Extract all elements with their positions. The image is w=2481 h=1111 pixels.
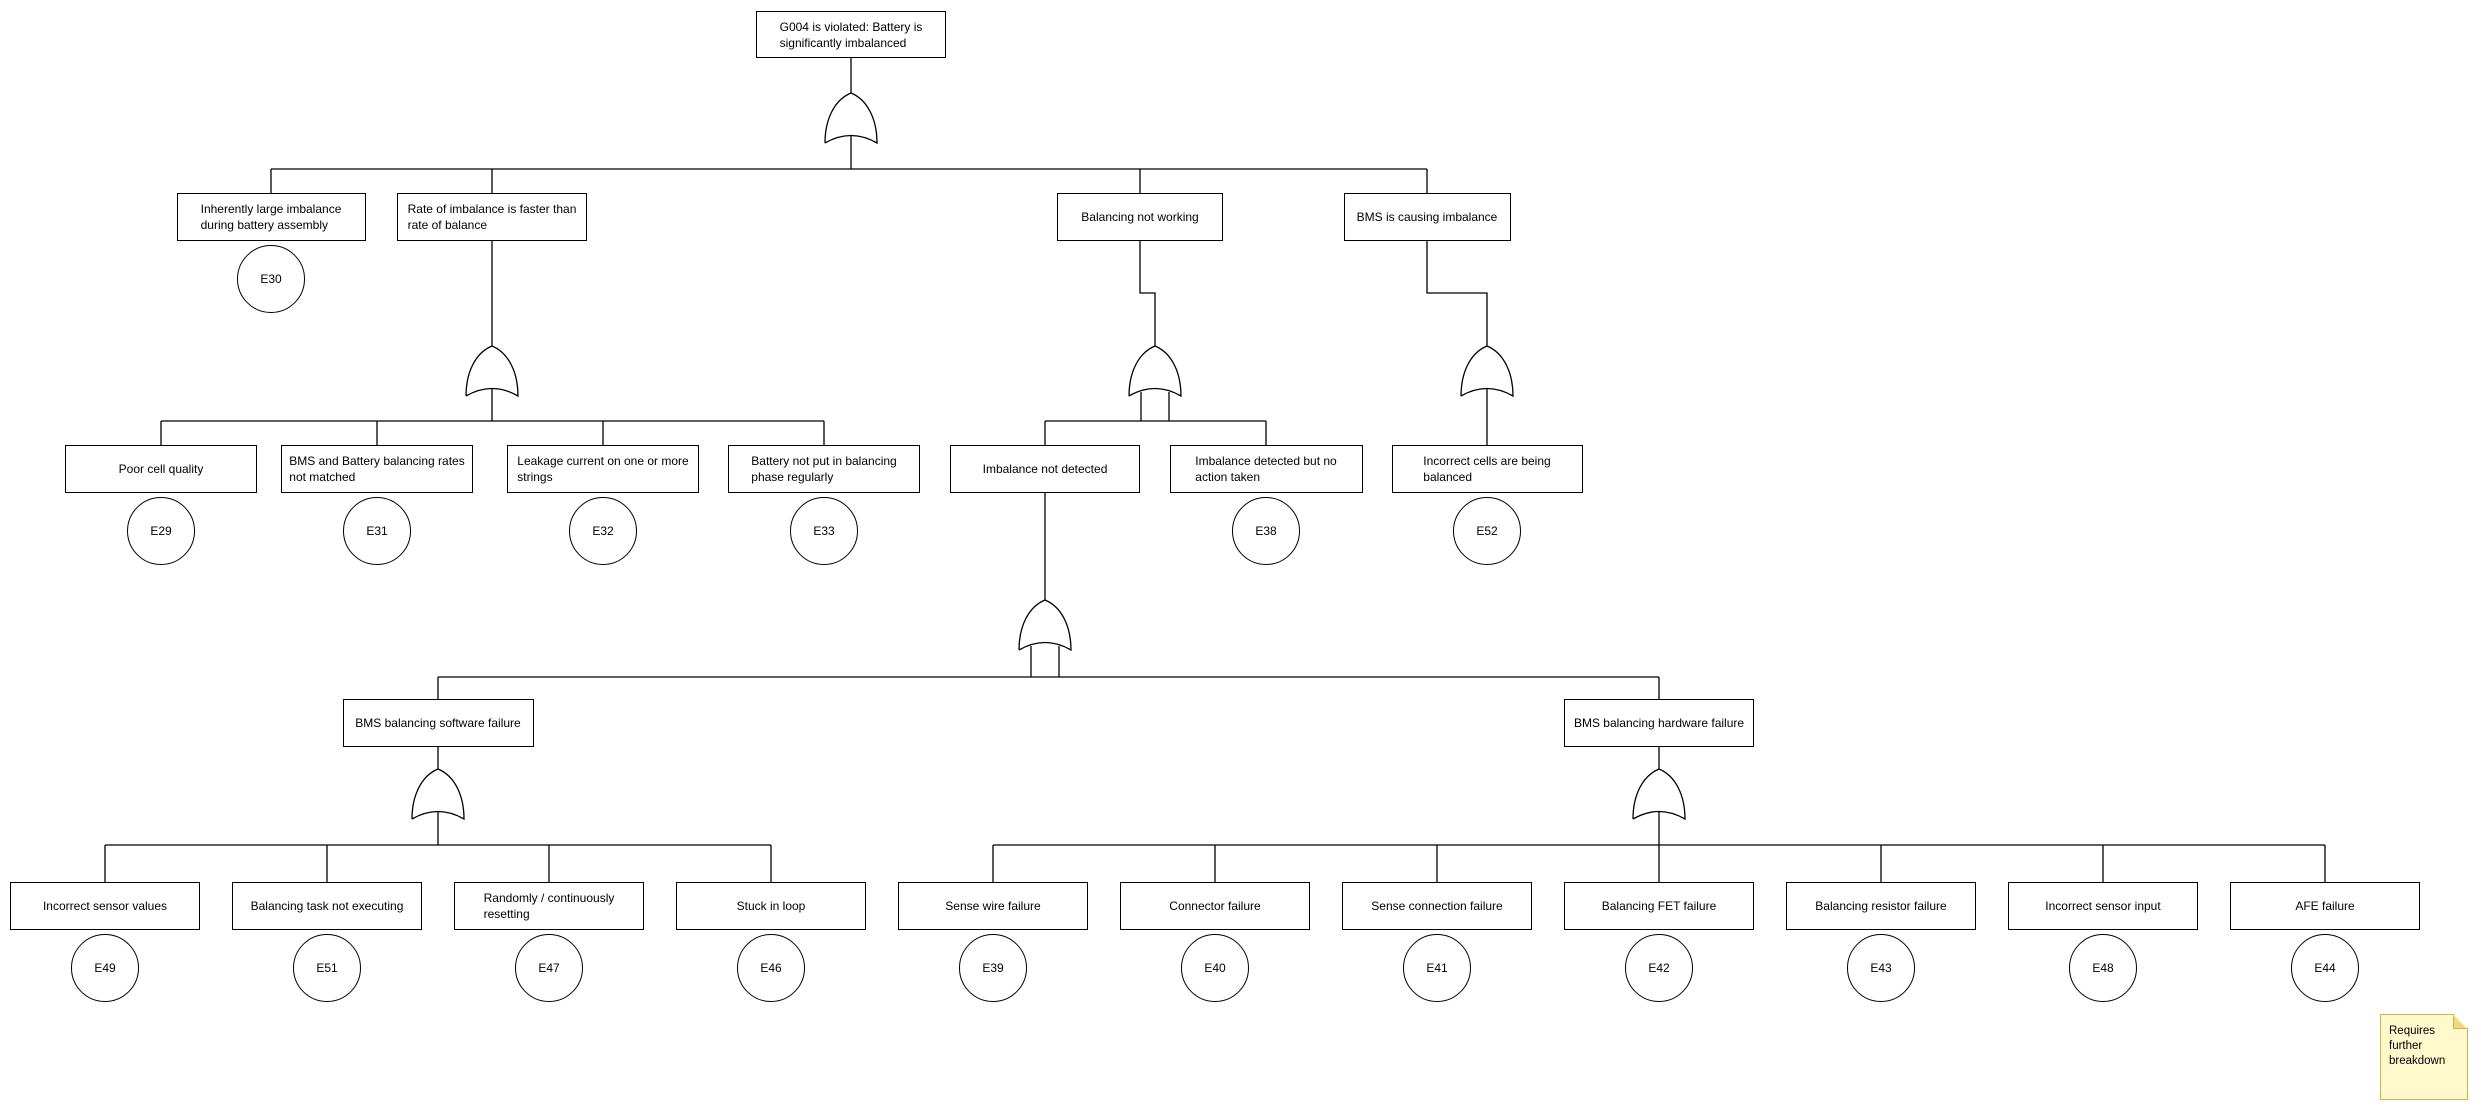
- event-label: E52: [1476, 524, 1498, 538]
- event-circle-E43[interactable]: E43: [1847, 934, 1915, 1002]
- event-label: E49: [94, 961, 116, 975]
- node-stuck-in-loop[interactable]: Stuck in loop: [676, 882, 866, 930]
- node-label: BMS is causing imbalance: [1356, 210, 1498, 224]
- event-circle-E40[interactable]: E40: [1181, 934, 1249, 1002]
- node-label: Imbalance not detected: [982, 462, 1108, 476]
- event-circle-E33[interactable]: E33: [790, 497, 858, 565]
- node-inherently-large-imbalance[interactable]: Inherently large imbalance during batter…: [176, 193, 366, 241]
- node-root[interactable]: G004 is violated: Battery is significant…: [756, 11, 946, 58]
- node-afe-failure[interactable]: AFE failure: [2230, 882, 2420, 930]
- event-circle-E29[interactable]: E29: [127, 497, 195, 565]
- event-label: E46: [760, 961, 782, 975]
- node-label: Randomly / continuously resetting: [483, 891, 615, 921]
- node-label: Sense connection failure: [1371, 899, 1503, 913]
- node-label: Rate of imbalance is faster than rate of…: [407, 202, 577, 232]
- event-label: E33: [813, 524, 835, 538]
- event-circle-E47[interactable]: E47: [515, 934, 583, 1002]
- event-label: E30: [260, 272, 282, 286]
- event-label: E29: [150, 524, 172, 538]
- event-label: E43: [1870, 961, 1892, 975]
- event-label: E47: [538, 961, 560, 975]
- node-label: AFE failure: [2295, 899, 2355, 913]
- node-incorrect-sensor-input[interactable]: Incorrect sensor input: [2008, 882, 2198, 930]
- node-task-not-executing[interactable]: Balancing task not executing: [232, 882, 422, 930]
- event-label: E32: [592, 524, 614, 538]
- node-incorrect-cells-balanced[interactable]: Incorrect cells are being balanced: [1391, 445, 1583, 493]
- sticky-note[interactable]: Requires further breakdown: [2380, 1014, 2468, 1100]
- event-circle-E42[interactable]: E42: [1625, 934, 1693, 1002]
- node-label: G004 is violated: Battery is significant…: [779, 19, 923, 50]
- event-circle-E41[interactable]: E41: [1403, 934, 1471, 1002]
- event-circle-E44[interactable]: E44: [2291, 934, 2359, 1002]
- node-connector-failure[interactable]: Connector failure: [1120, 882, 1310, 930]
- node-sense-wire-failure[interactable]: Sense wire failure: [898, 882, 1088, 930]
- node-label: Balancing not working: [1081, 210, 1199, 224]
- sticky-note-text: Requires further breakdown: [2389, 1025, 2446, 1067]
- event-circle-E30[interactable]: E30: [237, 245, 305, 313]
- connector-line: [1139, 241, 1156, 346]
- node-label: Incorrect sensor values: [42, 899, 168, 913]
- connector-line: [1018, 599, 1072, 652]
- event-label: E31: [366, 524, 388, 538]
- node-balancing-not-working[interactable]: Balancing not working: [1057, 193, 1223, 241]
- event-circle-E48[interactable]: E48: [2069, 934, 2137, 1002]
- event-label: E40: [1204, 961, 1226, 975]
- node-sense-connection-failure[interactable]: Sense connection failure: [1342, 882, 1532, 930]
- node-balancing-fet-failure[interactable]: Balancing FET failure: [1564, 882, 1754, 930]
- node-imbalance-not-detected[interactable]: Imbalance not detected: [950, 445, 1140, 493]
- node-label: Balancing resistor failure: [1815, 899, 1947, 913]
- event-label: E38: [1255, 524, 1277, 538]
- connector-line: [411, 768, 465, 821]
- node-bms-hw-failure[interactable]: BMS balancing hardware failure: [1564, 699, 1754, 747]
- node-label: Imbalance detected but no action taken: [1195, 454, 1337, 484]
- event-circle-E38[interactable]: E38: [1232, 497, 1300, 565]
- event-label: E42: [1648, 961, 1670, 975]
- event-circle-E32[interactable]: E32: [569, 497, 637, 565]
- event-label: E44: [2314, 961, 2336, 975]
- event-circle-E52[interactable]: E52: [1453, 497, 1521, 565]
- node-label: Leakage current on one or more strings: [517, 454, 689, 484]
- event-circle-E46[interactable]: E46: [737, 934, 805, 1002]
- node-label: BMS and Battery balancing rates not matc…: [289, 454, 465, 484]
- node-label: Inherently large imbalance during batter…: [200, 202, 342, 232]
- connector-line: [1426, 241, 1488, 346]
- event-circle-E51[interactable]: E51: [293, 934, 361, 1002]
- node-label: Connector failure: [1169, 899, 1261, 913]
- connector-line: [824, 92, 878, 145]
- node-label: Balancing task not executing: [250, 899, 404, 913]
- node-balancing-resistor-failure[interactable]: Balancing resistor failure: [1786, 882, 1976, 930]
- connector-line: [465, 345, 519, 398]
- node-rate-of-imbalance[interactable]: Rate of imbalance is faster than rate of…: [397, 193, 587, 241]
- node-rates-not-matched[interactable]: BMS and Battery balancing rates not matc…: [281, 445, 473, 493]
- event-label: E41: [1426, 961, 1448, 975]
- node-leakage-current[interactable]: Leakage current on one or more strings: [507, 445, 699, 493]
- node-not-in-balancing-phase[interactable]: Battery not put in balancing phase regul…: [728, 445, 920, 493]
- node-imbalance-no-action[interactable]: Imbalance detected but no action taken: [1169, 445, 1363, 493]
- event-label: E51: [316, 961, 338, 975]
- node-label: BMS balancing hardware failure: [1573, 716, 1745, 730]
- connector-line: [1632, 768, 1686, 821]
- node-incorrect-sensor-values[interactable]: Incorrect sensor values: [10, 882, 200, 930]
- connector-line: [1460, 345, 1514, 398]
- event-circle-E39[interactable]: E39: [959, 934, 1027, 1002]
- node-label: Incorrect sensor input: [2045, 899, 2161, 913]
- node-label: Sense wire failure: [945, 899, 1041, 913]
- node-bms-sw-failure[interactable]: BMS balancing software failure: [342, 699, 534, 747]
- node-label: Balancing FET failure: [1601, 899, 1717, 913]
- connector-line: [1128, 345, 1182, 398]
- node-poor-cell-quality[interactable]: Poor cell quality: [65, 445, 257, 493]
- event-label: E48: [2092, 961, 2114, 975]
- event-circle-E31[interactable]: E31: [343, 497, 411, 565]
- node-bms-causing-imbalance[interactable]: BMS is causing imbalance: [1343, 193, 1511, 241]
- node-label: Stuck in loop: [736, 899, 806, 913]
- event-label: E39: [982, 961, 1004, 975]
- event-circle-E49[interactable]: E49: [71, 934, 139, 1002]
- node-label: Poor cell quality: [118, 462, 204, 476]
- node-random-resetting[interactable]: Randomly / continuously resetting: [454, 882, 644, 930]
- node-label: BMS balancing software failure: [355, 716, 521, 730]
- node-label: Battery not put in balancing phase regul…: [751, 454, 897, 484]
- node-label: Incorrect cells are being balanced: [1423, 454, 1551, 484]
